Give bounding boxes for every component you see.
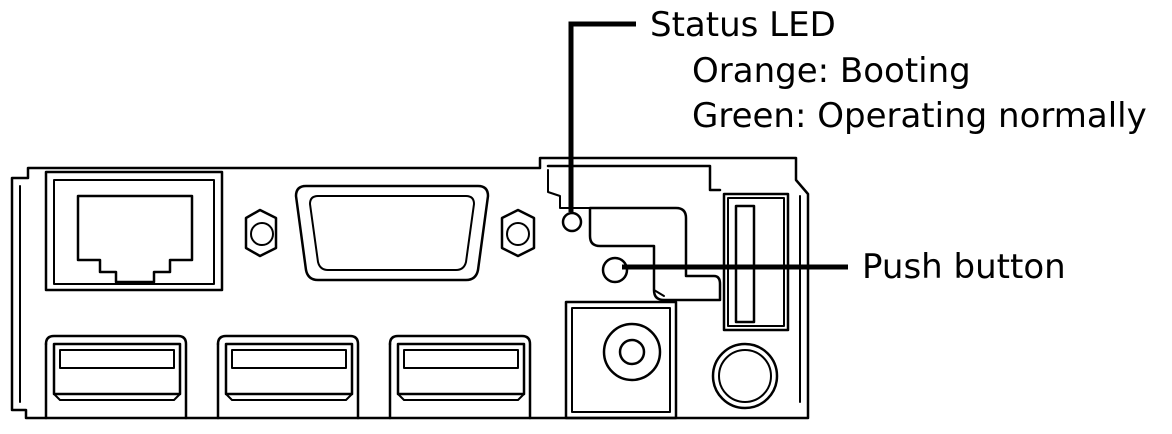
status-led-orange-line: Orange: Booting: [692, 51, 971, 91]
status-led-leader: [568, 21, 636, 212]
led-housing: [546, 164, 722, 209]
usb-port-2: [216, 334, 360, 420]
hex-screw-right: [500, 208, 536, 258]
usb-port-vertical: [722, 192, 790, 332]
serial-connector: [294, 184, 490, 282]
usb-port-1: [44, 334, 188, 420]
push-button-housing: [588, 206, 722, 302]
ethernet-port: [44, 170, 224, 292]
panel-outline: [10, 156, 810, 420]
status-led: [561, 211, 583, 233]
dc-power-jack: [564, 300, 678, 420]
usb-port-3: [388, 334, 532, 420]
status-led-title: Status LED: [650, 5, 836, 45]
push-button-title: Push button: [862, 247, 1066, 287]
push-button[interactable]: [601, 256, 629, 284]
status-led-green-line: Green: Operating normally: [692, 96, 1147, 136]
round-cap: [711, 342, 779, 410]
hex-screw-left: [244, 208, 278, 258]
